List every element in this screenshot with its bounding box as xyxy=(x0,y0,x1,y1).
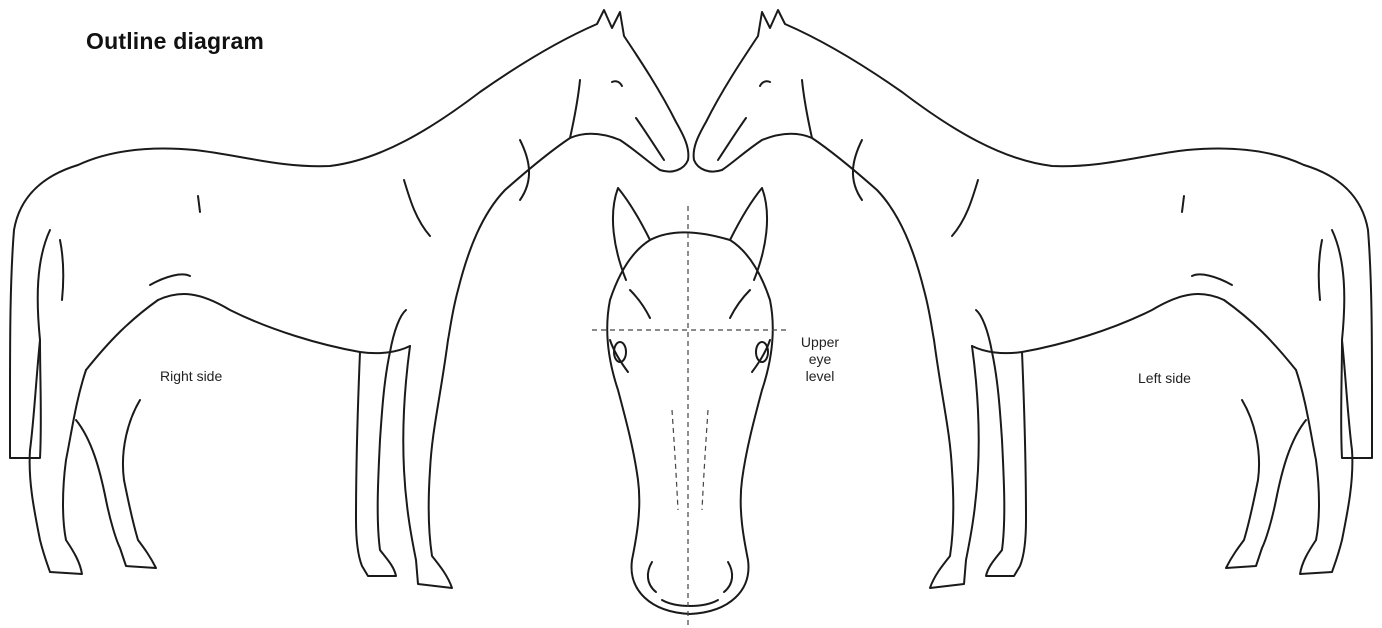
diagram-title: Outline diagram xyxy=(86,28,264,55)
right-side-label: Right side xyxy=(160,368,222,384)
eye-label-line-2: eye xyxy=(790,351,850,368)
face-shading-left xyxy=(672,410,678,510)
horse-head-front-view xyxy=(607,188,773,614)
horse-right-side-outline xyxy=(10,10,688,588)
horse-left-side-outline xyxy=(694,10,1372,588)
face-shading-right xyxy=(702,410,708,510)
left-side-label: Left side xyxy=(1138,370,1191,386)
eye-label-line-3: level xyxy=(790,368,850,385)
upper-eye-level-label: Upper eye level xyxy=(790,334,850,385)
eye-label-line-1: Upper xyxy=(790,334,850,351)
